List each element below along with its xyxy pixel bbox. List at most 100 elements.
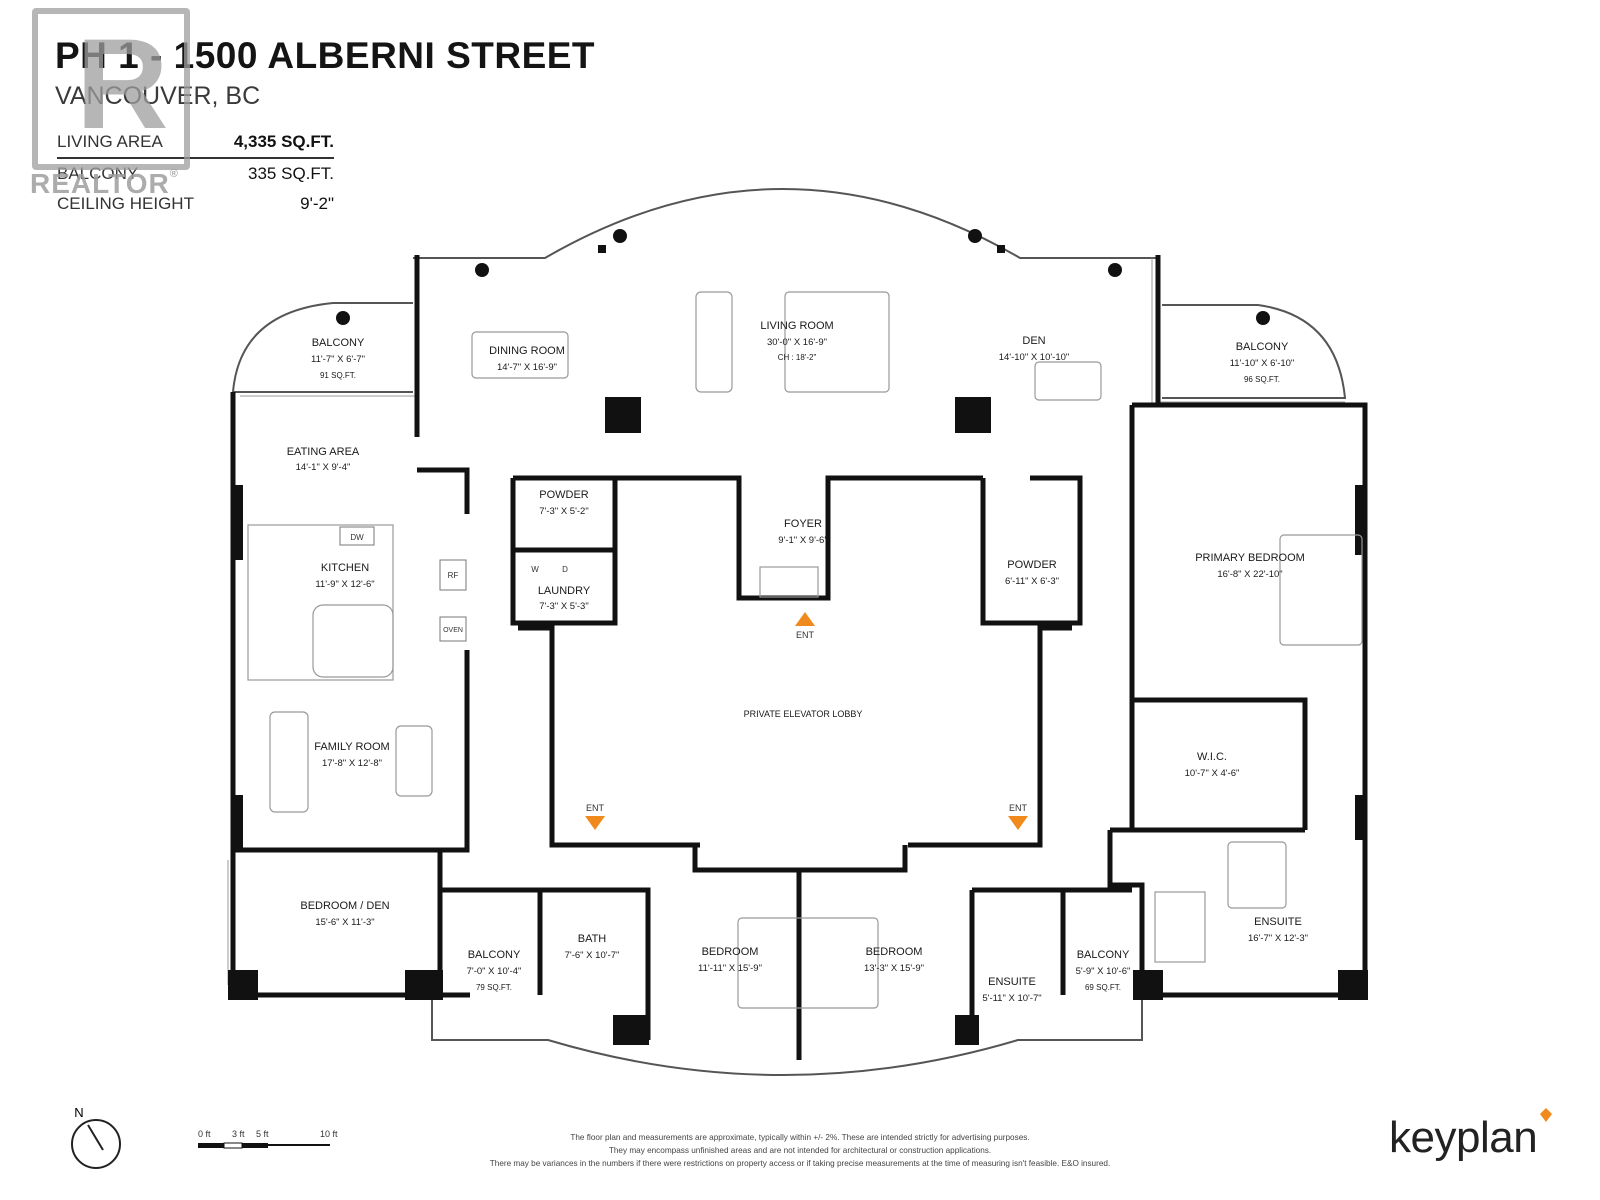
svg-text:10'-7" X 4'-6": 10'-7" X 4'-6"	[1185, 768, 1240, 779]
svg-text:OVEN: OVEN	[443, 627, 463, 634]
entry-arrow-sw	[585, 816, 605, 830]
svg-text:W: W	[531, 565, 539, 574]
svg-text:14'-1" X 9'-4": 14'-1" X 9'-4"	[296, 462, 351, 473]
room-wic: W.I.C. 10'-7" X 4'-6"	[1185, 751, 1240, 779]
svg-text:LIVING ROOM: LIVING ROOM	[760, 320, 833, 332]
room-dining: DINING ROOM 14'-7" X 16'-9"	[489, 345, 565, 373]
svg-text:DEN: DEN	[1022, 335, 1045, 347]
room-bath: BATH 7'-6" X 10'-7"	[565, 933, 620, 961]
svg-text:6'-11" X 6'-3": 6'-11" X 6'-3"	[1005, 576, 1059, 587]
svg-text:BALCONY: BALCONY	[312, 337, 365, 349]
room-den: DEN 14'-10" X 10'-10"	[999, 335, 1070, 363]
svg-text:96 SQ.FT.: 96 SQ.FT.	[1244, 375, 1280, 384]
walls	[230, 255, 1368, 1060]
header: PH 1 - 1500 ALBERNI STREET VANCOUVER, BC	[55, 36, 595, 111]
svg-text:BALCONY: BALCONY	[1236, 341, 1289, 353]
entry-arrow-se	[1008, 816, 1028, 830]
entry-arrow-north	[795, 612, 815, 626]
entry-markers: ENT ENT ENT	[585, 612, 1028, 830]
room-powder-w: POWDER 7'-3" X 5'-2"	[539, 489, 589, 517]
balcony-outlines	[232, 188, 1347, 1076]
room-balcony-s2: BALCONY 5'-9" X 10'-6" 69 SQ.FT.	[1076, 949, 1131, 992]
svg-text:FOYER: FOYER	[784, 518, 822, 530]
svg-text:15'-6" X 11'-3": 15'-6" X 11'-3"	[315, 917, 374, 928]
svg-text:11'-10" X 6'-10": 11'-10" X 6'-10"	[1230, 358, 1295, 369]
disclaimer-line: They may encompass unfinished areas and …	[608, 1146, 992, 1155]
svg-text:W.I.C.: W.I.C.	[1197, 751, 1227, 763]
disclaimer-line: There may be variances in the numbers if…	[489, 1159, 1111, 1168]
north-arrow: N	[71, 1105, 121, 1169]
svg-text:5'-11" X 10'-7": 5'-11" X 10'-7"	[982, 993, 1041, 1004]
stat-value: 335 SQ.FT.	[248, 164, 334, 183]
svg-text:ENT: ENT	[796, 630, 815, 640]
svg-text:11'-9" X 12'-6": 11'-9" X 12'-6"	[315, 579, 374, 590]
columns	[228, 229, 1368, 1045]
svg-text:7'-3" X 5'-3": 7'-3" X 5'-3"	[539, 601, 588, 612]
room-balcony-ne: BALCONY 11'-10" X 6'-10" 96 SQ.FT.	[1230, 341, 1295, 384]
svg-text:BALCONY: BALCONY	[1077, 949, 1130, 961]
area-stats: LIVING AREA 4,335 SQ.FT. BALCONY 335 SQ.…	[57, 127, 334, 219]
svg-text:ENT: ENT	[586, 803, 605, 813]
svg-text:DW: DW	[350, 533, 364, 542]
room-ensuite-p: ENSUITE 16'-7" X 12'-3"	[1248, 916, 1308, 944]
room-eating: EATING AREA 14'-1" X 9'-4"	[287, 446, 360, 473]
svg-text:10 ft: 10 ft	[320, 1129, 338, 1139]
registered-mark: ®	[169, 168, 179, 180]
svg-text:BALCONY: BALCONY	[468, 949, 521, 961]
svg-text:LAUNDRY: LAUNDRY	[538, 585, 591, 597]
svg-text:7'-3" X 5'-2": 7'-3" X 5'-2"	[539, 506, 588, 517]
svg-text:9'-1" X 9'-6": 9'-1" X 9'-6"	[778, 535, 827, 546]
room-kitchen: KITCHEN 11'-9" X 12'-6"	[315, 562, 374, 590]
svg-text:EATING AREA: EATING AREA	[287, 446, 360, 458]
svg-text:14'-10" X 10'-10": 14'-10" X 10'-10"	[999, 352, 1070, 363]
svg-text:11'-7" X 6'-7": 11'-7" X 6'-7"	[311, 354, 365, 365]
svg-text:BEDROOM: BEDROOM	[702, 946, 759, 958]
svg-text:DINING ROOM: DINING ROOM	[489, 345, 565, 357]
room-family: FAMILY ROOM 17'-8" X 12'-8"	[314, 741, 389, 769]
room-bedroom-1: BEDROOM 11'-11" X 15'-9"	[698, 946, 762, 974]
room-balcony-s1: BALCONY 7'-0" X 10'-4" 79 SQ.FT.	[467, 949, 522, 992]
svg-text:ENT: ENT	[1009, 803, 1028, 813]
svg-text:16'-8" X 22'-10": 16'-8" X 22'-10"	[1217, 569, 1282, 580]
stat-value: 4,335 SQ.FT.	[233, 132, 334, 151]
realtor-r-glyph: R	[76, 13, 169, 156]
realtor-watermark: REALTOR®	[30, 168, 179, 200]
room-primary: PRIMARY BEDROOM 16'-8" X 22'-10"	[1195, 552, 1305, 580]
svg-text:69 SQ.FT.: 69 SQ.FT.	[1085, 983, 1121, 992]
svg-text:5 ft: 5 ft	[256, 1129, 269, 1139]
svg-text:91 SQ.FT.: 91 SQ.FT.	[320, 371, 356, 380]
svg-text:13'-3" X 15'-9": 13'-3" X 15'-9"	[864, 963, 924, 974]
svg-text:RF: RF	[448, 571, 459, 580]
svg-text:CH : 18'-2": CH : 18'-2"	[778, 353, 817, 362]
page-title: PH 1 - 1500 ALBERNI STREET	[55, 35, 596, 76]
room-powder-e: POWDER 6'-11" X 6'-3"	[1005, 559, 1059, 587]
stat-value: 9'-2"	[300, 194, 334, 213]
svg-text:ENSUITE: ENSUITE	[988, 976, 1036, 988]
fixture-labels: DW RF OVEN W D	[339, 526, 568, 642]
svg-text:7'-0" X 10'-4": 7'-0" X 10'-4"	[467, 966, 522, 977]
svg-text:BATH: BATH	[578, 933, 607, 945]
svg-text:0 ft: 0 ft	[198, 1129, 211, 1139]
svg-text:7'-6" X 10'-7": 7'-6" X 10'-7"	[565, 950, 620, 961]
furniture	[247, 291, 1363, 1009]
svg-text:D: D	[562, 565, 568, 574]
svg-text:79 SQ.FT.: 79 SQ.FT.	[476, 983, 512, 992]
realtor-logo-icon: R	[32, 8, 190, 170]
svg-text:BEDROOM: BEDROOM	[866, 946, 923, 958]
svg-text:ENSUITE: ENSUITE	[1254, 916, 1302, 928]
room-bedroom-den: BEDROOM / DEN 15'-6" X 11'-3"	[300, 900, 389, 928]
room-bedroom-2: BEDROOM 13'-3" X 15'-9"	[864, 946, 924, 974]
stat-ceiling-height: CEILING HEIGHT 9'-2"	[57, 189, 334, 219]
svg-text:14'-7" X 16'-9": 14'-7" X 16'-9"	[497, 362, 557, 373]
svg-text:11'-11" X 15'-9": 11'-11" X 15'-9"	[698, 963, 762, 974]
svg-text:KITCHEN: KITCHEN	[321, 562, 369, 574]
svg-text:FAMILY ROOM: FAMILY ROOM	[314, 741, 389, 753]
room-balcony-nw: BALCONY 11'-7" X 6'-7" 91 SQ.FT.	[311, 337, 365, 380]
room-foyer: FOYER 9'-1" X 9'-6"	[778, 518, 827, 546]
room-lobby: PRIVATE ELEVATOR LOBBY	[744, 709, 863, 719]
stat-living-area: LIVING AREA 4,335 SQ.FT.	[57, 127, 334, 159]
svg-text:17'-8" X 12'-8": 17'-8" X 12'-8"	[322, 758, 382, 769]
room-living: LIVING ROOM 30'-0" X 16'-9" CH : 18'-2"	[760, 320, 833, 362]
svg-text:16'-7" X 12'-3": 16'-7" X 12'-3"	[1248, 933, 1308, 944]
